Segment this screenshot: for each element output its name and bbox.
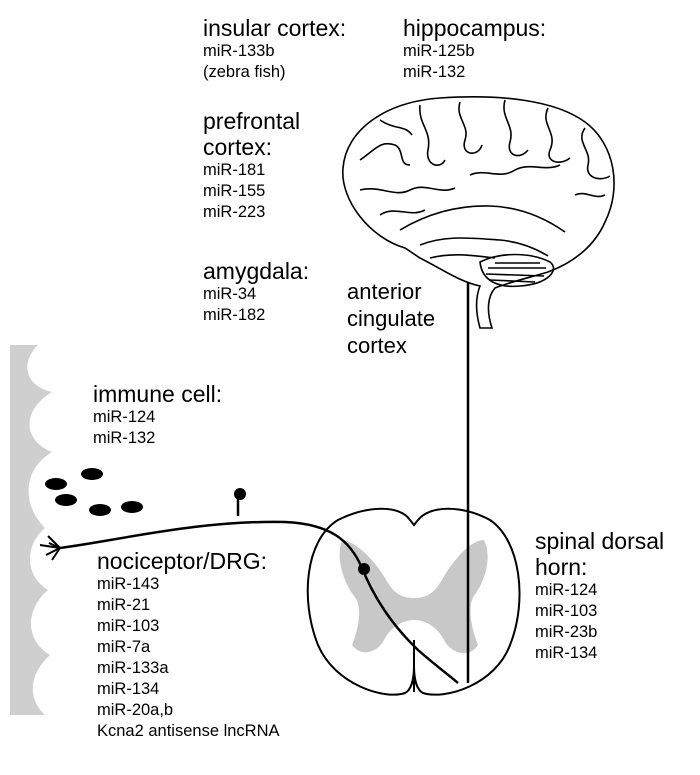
- nociceptor-item-1: miR-143: [97, 575, 160, 593]
- spinal-title-line2: horn:: [535, 554, 588, 580]
- amygdala-block: amygdala: miR-34 miR-182: [203, 258, 309, 326]
- hippocampus-item-2: miR-132: [403, 63, 466, 81]
- spinal-dorsal-horn-block: spinal dorsal horn: miR-124 miR-103 miR-…: [535, 528, 664, 664]
- acc-line-3: cortex: [347, 333, 407, 358]
- nociceptor-item-2: miR-21: [97, 596, 151, 614]
- prefrontal-item-1: miR-181: [203, 161, 266, 179]
- acc-line-1: anterior: [347, 279, 422, 304]
- nociceptor-item-5: miR-133a: [97, 659, 169, 677]
- insular-item-1: miR-133b: [203, 42, 275, 60]
- hippocampus-title: hippocampus:: [403, 15, 547, 41]
- nociceptor-item-3: miR-103: [97, 617, 160, 635]
- immune-cell-block: immune cell: miR-124 miR-132: [93, 381, 222, 449]
- spinal-item-3: miR-23b: [535, 623, 598, 641]
- immune-cell-title: immune cell:: [93, 381, 223, 407]
- nerve-ending: [39, 535, 61, 561]
- prefrontal-title-line1: prefrontal: [203, 108, 301, 134]
- insular-item-2: (zebra fish): [203, 63, 286, 81]
- nociceptor-item-6: miR-134: [97, 680, 160, 698]
- hippocampus-block: hippocampus: miR-125b miR-132: [403, 15, 546, 83]
- insular-cortex-block: insular cortex: miR-133b (zebra fish): [203, 15, 346, 83]
- nociceptor-axon: [59, 520, 459, 684]
- nociceptor-title: nociceptor/DRG:: [97, 548, 268, 574]
- insular-cortex-title: insular cortex:: [203, 15, 347, 41]
- spinal-item-1: miR-124: [535, 581, 598, 599]
- prefrontal-item-3: miR-223: [203, 203, 266, 221]
- nociceptor-item-7: miR-20a,b: [97, 701, 174, 719]
- amygdala-item-1: miR-34: [203, 285, 257, 303]
- skin-tissue: [10, 345, 52, 715]
- prefrontal-cortex-block: prefrontal cortex: miR-181 miR-155 miR-2…: [203, 108, 300, 223]
- acc-line-2: cingulate: [347, 306, 436, 331]
- immune-cells: [45, 468, 143, 516]
- immune-item-1: miR-124: [93, 408, 156, 426]
- drg-soma: [234, 488, 246, 500]
- brain: [342, 96, 615, 329]
- nociceptor-item-4: miR-7a: [97, 638, 151, 656]
- prefrontal-title-line2: cortex:: [203, 134, 273, 160]
- nociceptor-item-8: Kcna2 antisense lncRNA: [97, 722, 280, 740]
- prefrontal-item-2: miR-155: [203, 182, 266, 200]
- spinal-grey-matter: [339, 540, 488, 654]
- anterior-cingulate-block: anterior cingulate cortex: [347, 278, 435, 359]
- immune-item-2: miR-132: [93, 429, 156, 447]
- hippocampus-item-1: miR-125b: [403, 42, 475, 60]
- spinal-title-line1: spinal dorsal: [535, 528, 665, 554]
- amygdala-title: amygdala:: [203, 258, 310, 284]
- nociceptor-drg-block: nociceptor/DRG: miR-143 miR-21 miR-103 m…: [97, 548, 280, 742]
- spinal-item-4: miR-134: [535, 644, 598, 662]
- spinal-item-2: miR-103: [535, 602, 598, 620]
- synapse-dot: [358, 563, 370, 575]
- amygdala-item-2: miR-182: [203, 306, 266, 324]
